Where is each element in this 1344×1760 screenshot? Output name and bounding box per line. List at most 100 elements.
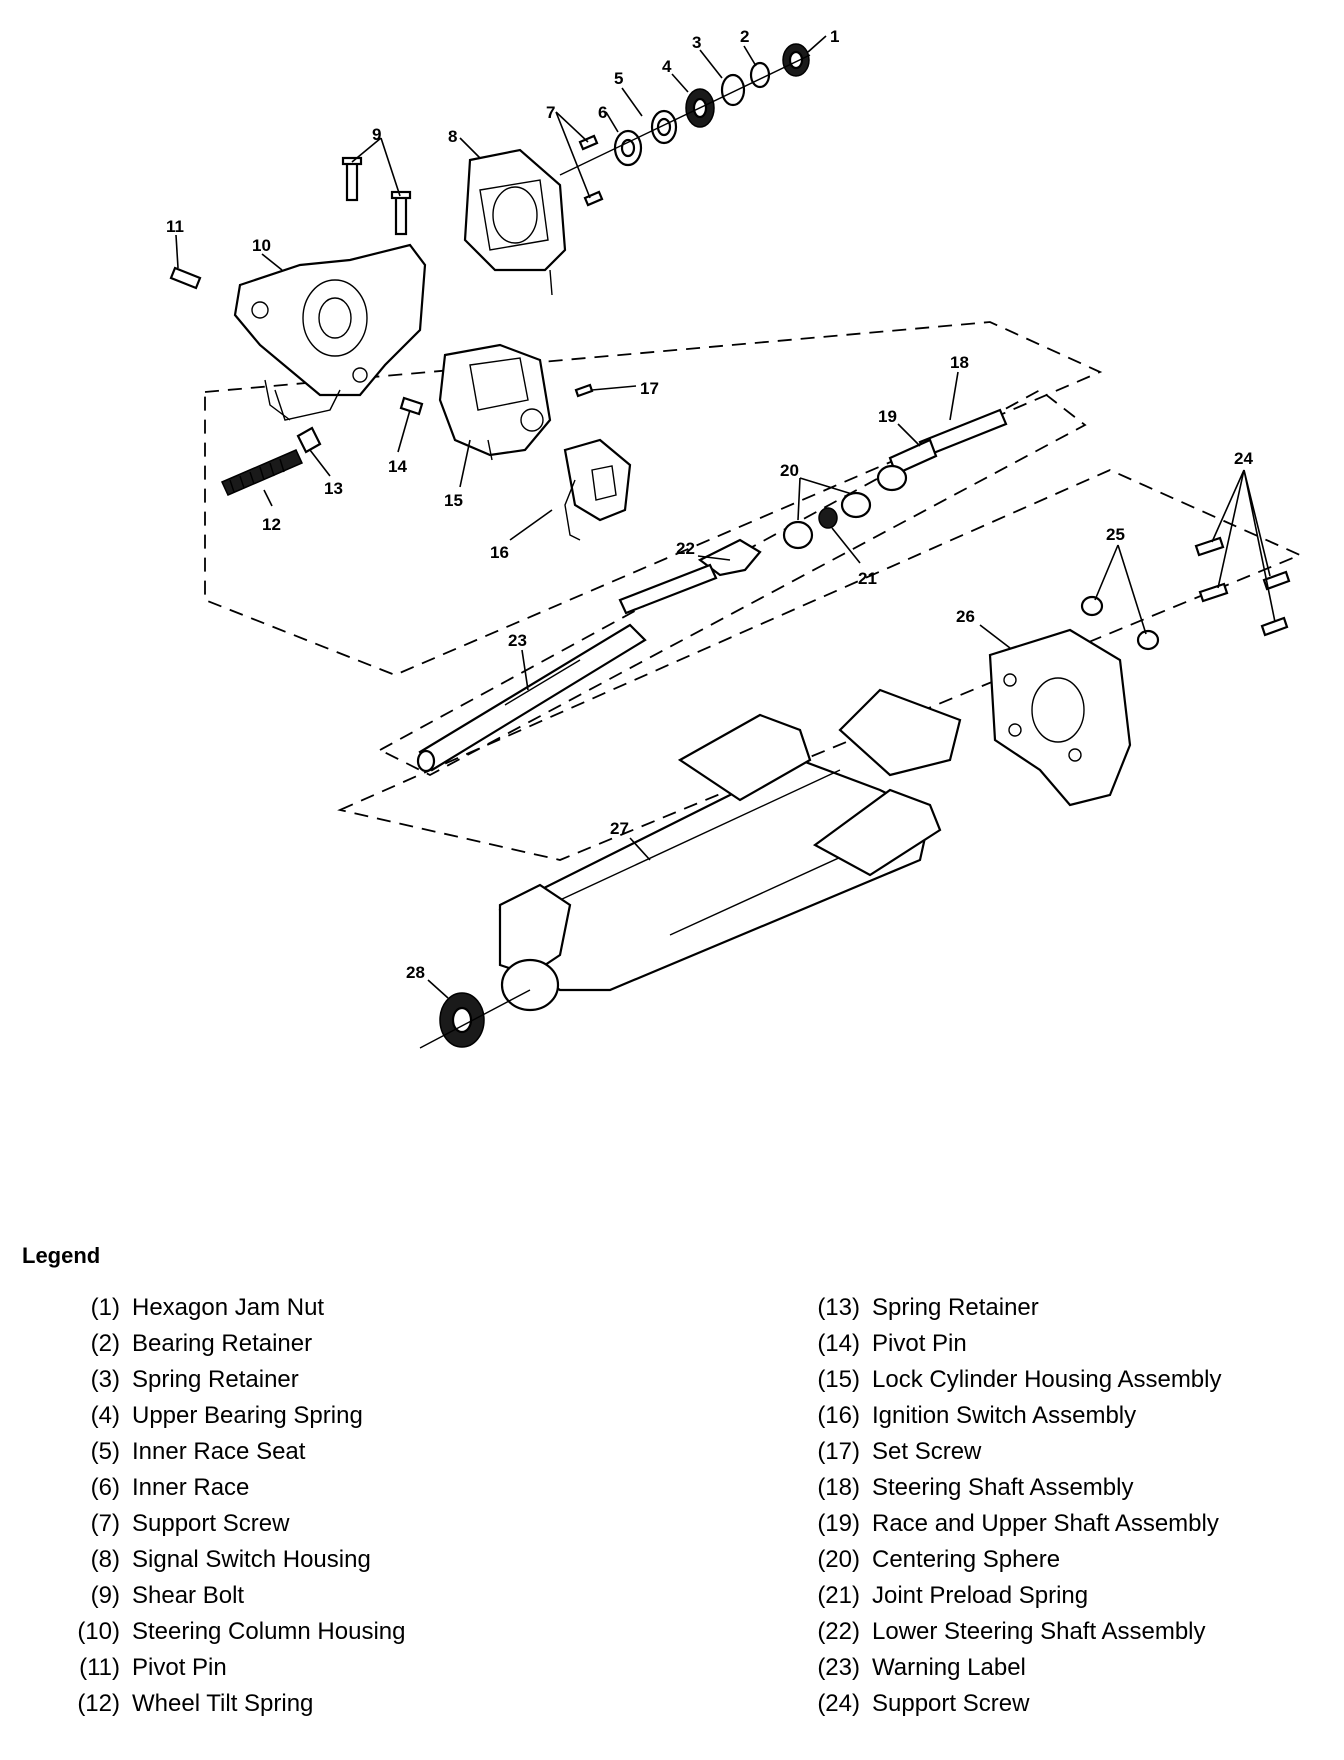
- callout-10: 10: [252, 236, 271, 255]
- legend-item: (7) Support Screw: [70, 1510, 630, 1546]
- legend-number: (21): [817, 1582, 860, 1609]
- legend-number: (2): [90, 1330, 120, 1357]
- legend-label: Centering Sphere: [872, 1546, 1061, 1573]
- bearing-hardware-stack: [559, 43, 811, 176]
- callout-27: 27: [610, 819, 629, 838]
- legend-item: (20)Centering Sphere: [810, 1546, 1330, 1582]
- legend-item: (18)Steering Shaft Assembly: [810, 1474, 1330, 1510]
- legend-item: (24) Support Screw: [810, 1690, 1330, 1726]
- legend-number: (19): [817, 1510, 860, 1537]
- legend-item: (4)Upper Bearing Spring: [70, 1402, 630, 1438]
- legend-item: (11)Pivot Pin: [70, 1654, 630, 1690]
- callout-11: 11: [166, 217, 184, 236]
- legend-label: Bearing Retainer: [132, 1330, 313, 1357]
- exploded-steering-column-diagram: 1 2 3 4 5 6 7 8 9 10 11 12 13 14 15 16 1…: [166, 27, 1303, 1049]
- legend-number: (17): [817, 1438, 860, 1465]
- legend-number: (16): [817, 1402, 860, 1429]
- legend-number: (13): [817, 1294, 860, 1321]
- legend-number: (23): [817, 1654, 860, 1681]
- nuts-25: [1080, 595, 1160, 651]
- legend-number: (9): [90, 1582, 120, 1609]
- steering-shaft-upper: [876, 408, 1008, 492]
- legend-label: Support Screw: [872, 1690, 1030, 1717]
- bearing-28: [419, 989, 531, 1049]
- legend-label: Spring Retainer: [872, 1294, 1039, 1321]
- legend-number: (7): [90, 1510, 120, 1537]
- callout-5: 5: [614, 69, 623, 88]
- callout-4: 4: [662, 57, 672, 76]
- wheel-tilt-spring: [220, 449, 304, 496]
- legend-item: (3) Spring Retainer: [70, 1366, 630, 1402]
- legend-item: (2) Bearing Retainer: [70, 1330, 630, 1366]
- legend-label: Lower Steering Shaft Assembly: [872, 1618, 1206, 1645]
- mounting-bracket-26: [988, 628, 1132, 807]
- callout-2: 2: [740, 27, 749, 46]
- legend-label: Lock Cylinder Housing Assembly: [872, 1366, 1222, 1393]
- legend-label: Signal Switch Housing: [132, 1546, 371, 1573]
- legend-item: (14)Pivot Pin: [810, 1330, 1330, 1366]
- legend-number: (12): [77, 1690, 120, 1717]
- ignition-switch-assembly: [563, 438, 632, 541]
- callout-1: 1: [830, 27, 839, 46]
- warning-label-shaft: [416, 623, 647, 773]
- centering-spheres: [782, 491, 872, 550]
- legend-item: (16)Ignition Switch Assembly: [810, 1402, 1330, 1438]
- legend-item: (22) Lower Steering Shaft Assembly: [810, 1618, 1330, 1654]
- callout-17: 17: [640, 379, 659, 398]
- spring-retainer-13: [296, 426, 322, 454]
- callout-19: 19: [878, 407, 897, 426]
- callout-20: 20: [780, 461, 799, 480]
- legend-number: (3): [90, 1366, 120, 1393]
- legend-item: (13) Spring Retainer: [810, 1294, 1330, 1330]
- callout-21: 21: [858, 569, 877, 588]
- legend-number: (15): [817, 1366, 860, 1393]
- callout-8: 8: [448, 127, 457, 146]
- legend-label: Steering Shaft Assembly: [872, 1474, 1134, 1501]
- callout-9: 9: [372, 125, 381, 144]
- pivot-pin-14: [399, 396, 424, 416]
- legend-label: Shear Bolt: [132, 1582, 245, 1609]
- steering-column-housing: [233, 243, 427, 421]
- legend-label: Race and Upper Shaft Assembly: [872, 1510, 1219, 1537]
- legend-number: (24): [817, 1690, 860, 1717]
- legend-label: Wheel Tilt Spring: [132, 1690, 314, 1717]
- legend-label: Inner Race: [132, 1474, 250, 1501]
- legend-label: Steering Column Housing: [132, 1618, 406, 1645]
- signal-switch-housing: [463, 148, 567, 296]
- legend-item: (12) Wheel Tilt Spring: [70, 1690, 630, 1726]
- assembly-boundary-lines: [204, 321, 1303, 861]
- legend-number: (22): [817, 1618, 860, 1645]
- legend-item: (17) Set Screw: [810, 1438, 1330, 1474]
- legend-number: (10): [77, 1618, 120, 1645]
- legend-number: (14): [817, 1330, 860, 1357]
- column-jacket-27: [498, 688, 962, 1012]
- legend-item: (9) Shear Bolt: [70, 1582, 630, 1618]
- legend-number: (6): [90, 1474, 120, 1501]
- callout-3: 3: [692, 33, 701, 52]
- callout-24: 24: [1234, 449, 1253, 468]
- callout-6: 6: [598, 103, 607, 122]
- callout-7: 7: [546, 103, 555, 122]
- legend-label: Warning Label: [872, 1654, 1026, 1681]
- legend-label: Support Screw: [132, 1510, 290, 1537]
- callout-16: 16: [490, 543, 509, 562]
- pivot-pin-11: [169, 266, 202, 290]
- legend-label: Spring Retainer: [132, 1366, 299, 1393]
- legend-number: (11): [79, 1654, 120, 1681]
- legend-number: (5): [90, 1438, 120, 1465]
- legend-item: (15) Lock Cylinder Housing Assembly: [810, 1366, 1330, 1402]
- legend-item: (6) Inner Race: [70, 1474, 630, 1510]
- callout-26: 26: [956, 607, 975, 626]
- callout-28: 28: [406, 963, 425, 982]
- legend-number: (1): [90, 1294, 120, 1321]
- callout-25: 25: [1106, 525, 1125, 544]
- legend-item: (19) Race and Upper Shaft Assembly: [810, 1510, 1330, 1546]
- callout-18: 18: [950, 353, 969, 372]
- legend-item: (10) Steering Column Housing: [70, 1618, 630, 1654]
- legend-right-column: (13) Spring Retainer (14)Pivot Pin (15) Lo…: [810, 1294, 1330, 1726]
- callout-14: 14: [388, 457, 407, 476]
- legend-label: Joint Preload Spring: [872, 1582, 1089, 1609]
- legend-item: (5)Inner Race Seat: [70, 1438, 630, 1474]
- legend-label: Set Screw: [872, 1438, 982, 1465]
- legend-item: (23) Warning Label: [810, 1654, 1330, 1690]
